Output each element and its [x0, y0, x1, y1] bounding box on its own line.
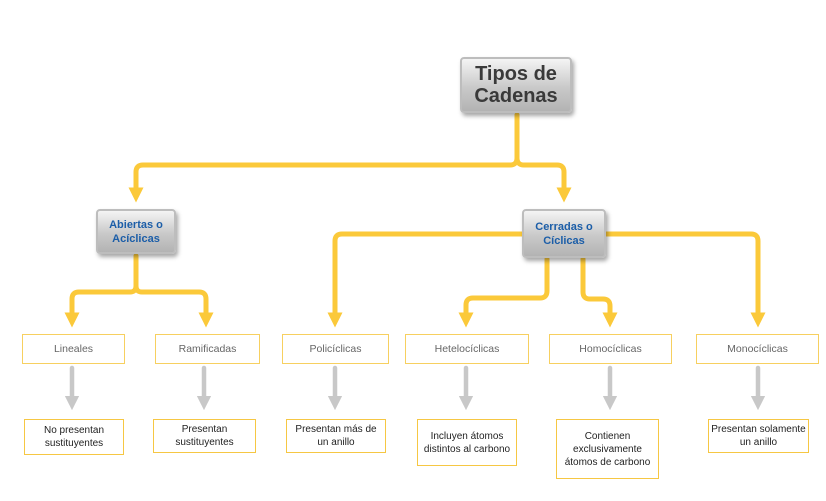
- category-abiertas-node: Abiertas o Acíclicas: [96, 209, 176, 254]
- root-node: Tipos de Cadenas: [460, 57, 572, 113]
- connector-abiertas-lineales: [64, 253, 139, 328]
- desc-hetelociclicas-text: Incluyen átomos distintos al carbono: [423, 430, 511, 455]
- connector-cerradas-policiclicas: [327, 231, 525, 328]
- type-monociclicas-label: Monocíclicas: [727, 343, 788, 355]
- connector-cerradas-monociclicas: [603, 231, 766, 328]
- category-cerradas-label: Cerradas o Cíclicas: [535, 220, 593, 247]
- type-homociclicas-node: Homocíclicas: [549, 334, 672, 364]
- category-abiertas-label: Abiertas o Acíclicas: [109, 218, 163, 245]
- type-ramificadas-node: Ramificadas: [155, 334, 260, 364]
- desc-ramificadas-node: Presentan sustituyentes: [153, 419, 256, 453]
- type-policiclicas-node: Policíclicas: [282, 334, 389, 364]
- type-lineales-label: Lineales: [53, 343, 94, 355]
- type-monociclicas-node: Monocíclicas: [696, 334, 819, 364]
- type-ramificadas-label: Ramificadas: [178, 343, 237, 355]
- desc-monociclicas-text: Presentan solamente un anillo: [711, 424, 806, 448]
- connector-abiertas-ramificadas: [133, 253, 214, 328]
- root-label: Tipos de Cadenas: [474, 63, 558, 107]
- connector-root-cerradas: [514, 112, 572, 203]
- category-cerradas-node: Cerradas o Cíclicas: [522, 209, 606, 258]
- desc-lineales-node: No presentan sustituyentes: [24, 419, 124, 455]
- desc-hetelociclicas-node: Incluyen átomos distintos al carbono: [417, 419, 517, 466]
- desc-ramificadas-text: Presentan sustituyentes: [175, 424, 234, 448]
- type-lineales-node: Lineales: [22, 334, 125, 364]
- connector-root-abiertas: [128, 112, 520, 203]
- desc-homociclicas-text: Contienen exclusivamente átomos de carbo…: [564, 430, 651, 468]
- type-hetelociclicas-label: Hetelocíclicas: [434, 343, 500, 355]
- type-policiclicas-label: Policíclicas: [309, 343, 362, 355]
- desc-homociclicas-node: Contienen exclusivamente átomos de carbo…: [556, 419, 659, 479]
- desc-lineales-text: No presentan sustituyentes: [43, 425, 105, 449]
- connector-cerradas-hetelociclicas: [458, 256, 550, 328]
- desc-policiclicas-node: Presentan más de un anillo: [286, 419, 386, 453]
- type-hetelociclicas-node: Hetelocíclicas: [405, 334, 529, 364]
- connector-cerradas-homociclicas: [580, 256, 618, 328]
- desc-policiclicas-text: Presentan más de un anillo: [295, 424, 377, 448]
- desc-monociclicas-node: Presentan solamente un anillo: [708, 419, 809, 453]
- type-homociclicas-label: Homocíclicas: [579, 343, 642, 355]
